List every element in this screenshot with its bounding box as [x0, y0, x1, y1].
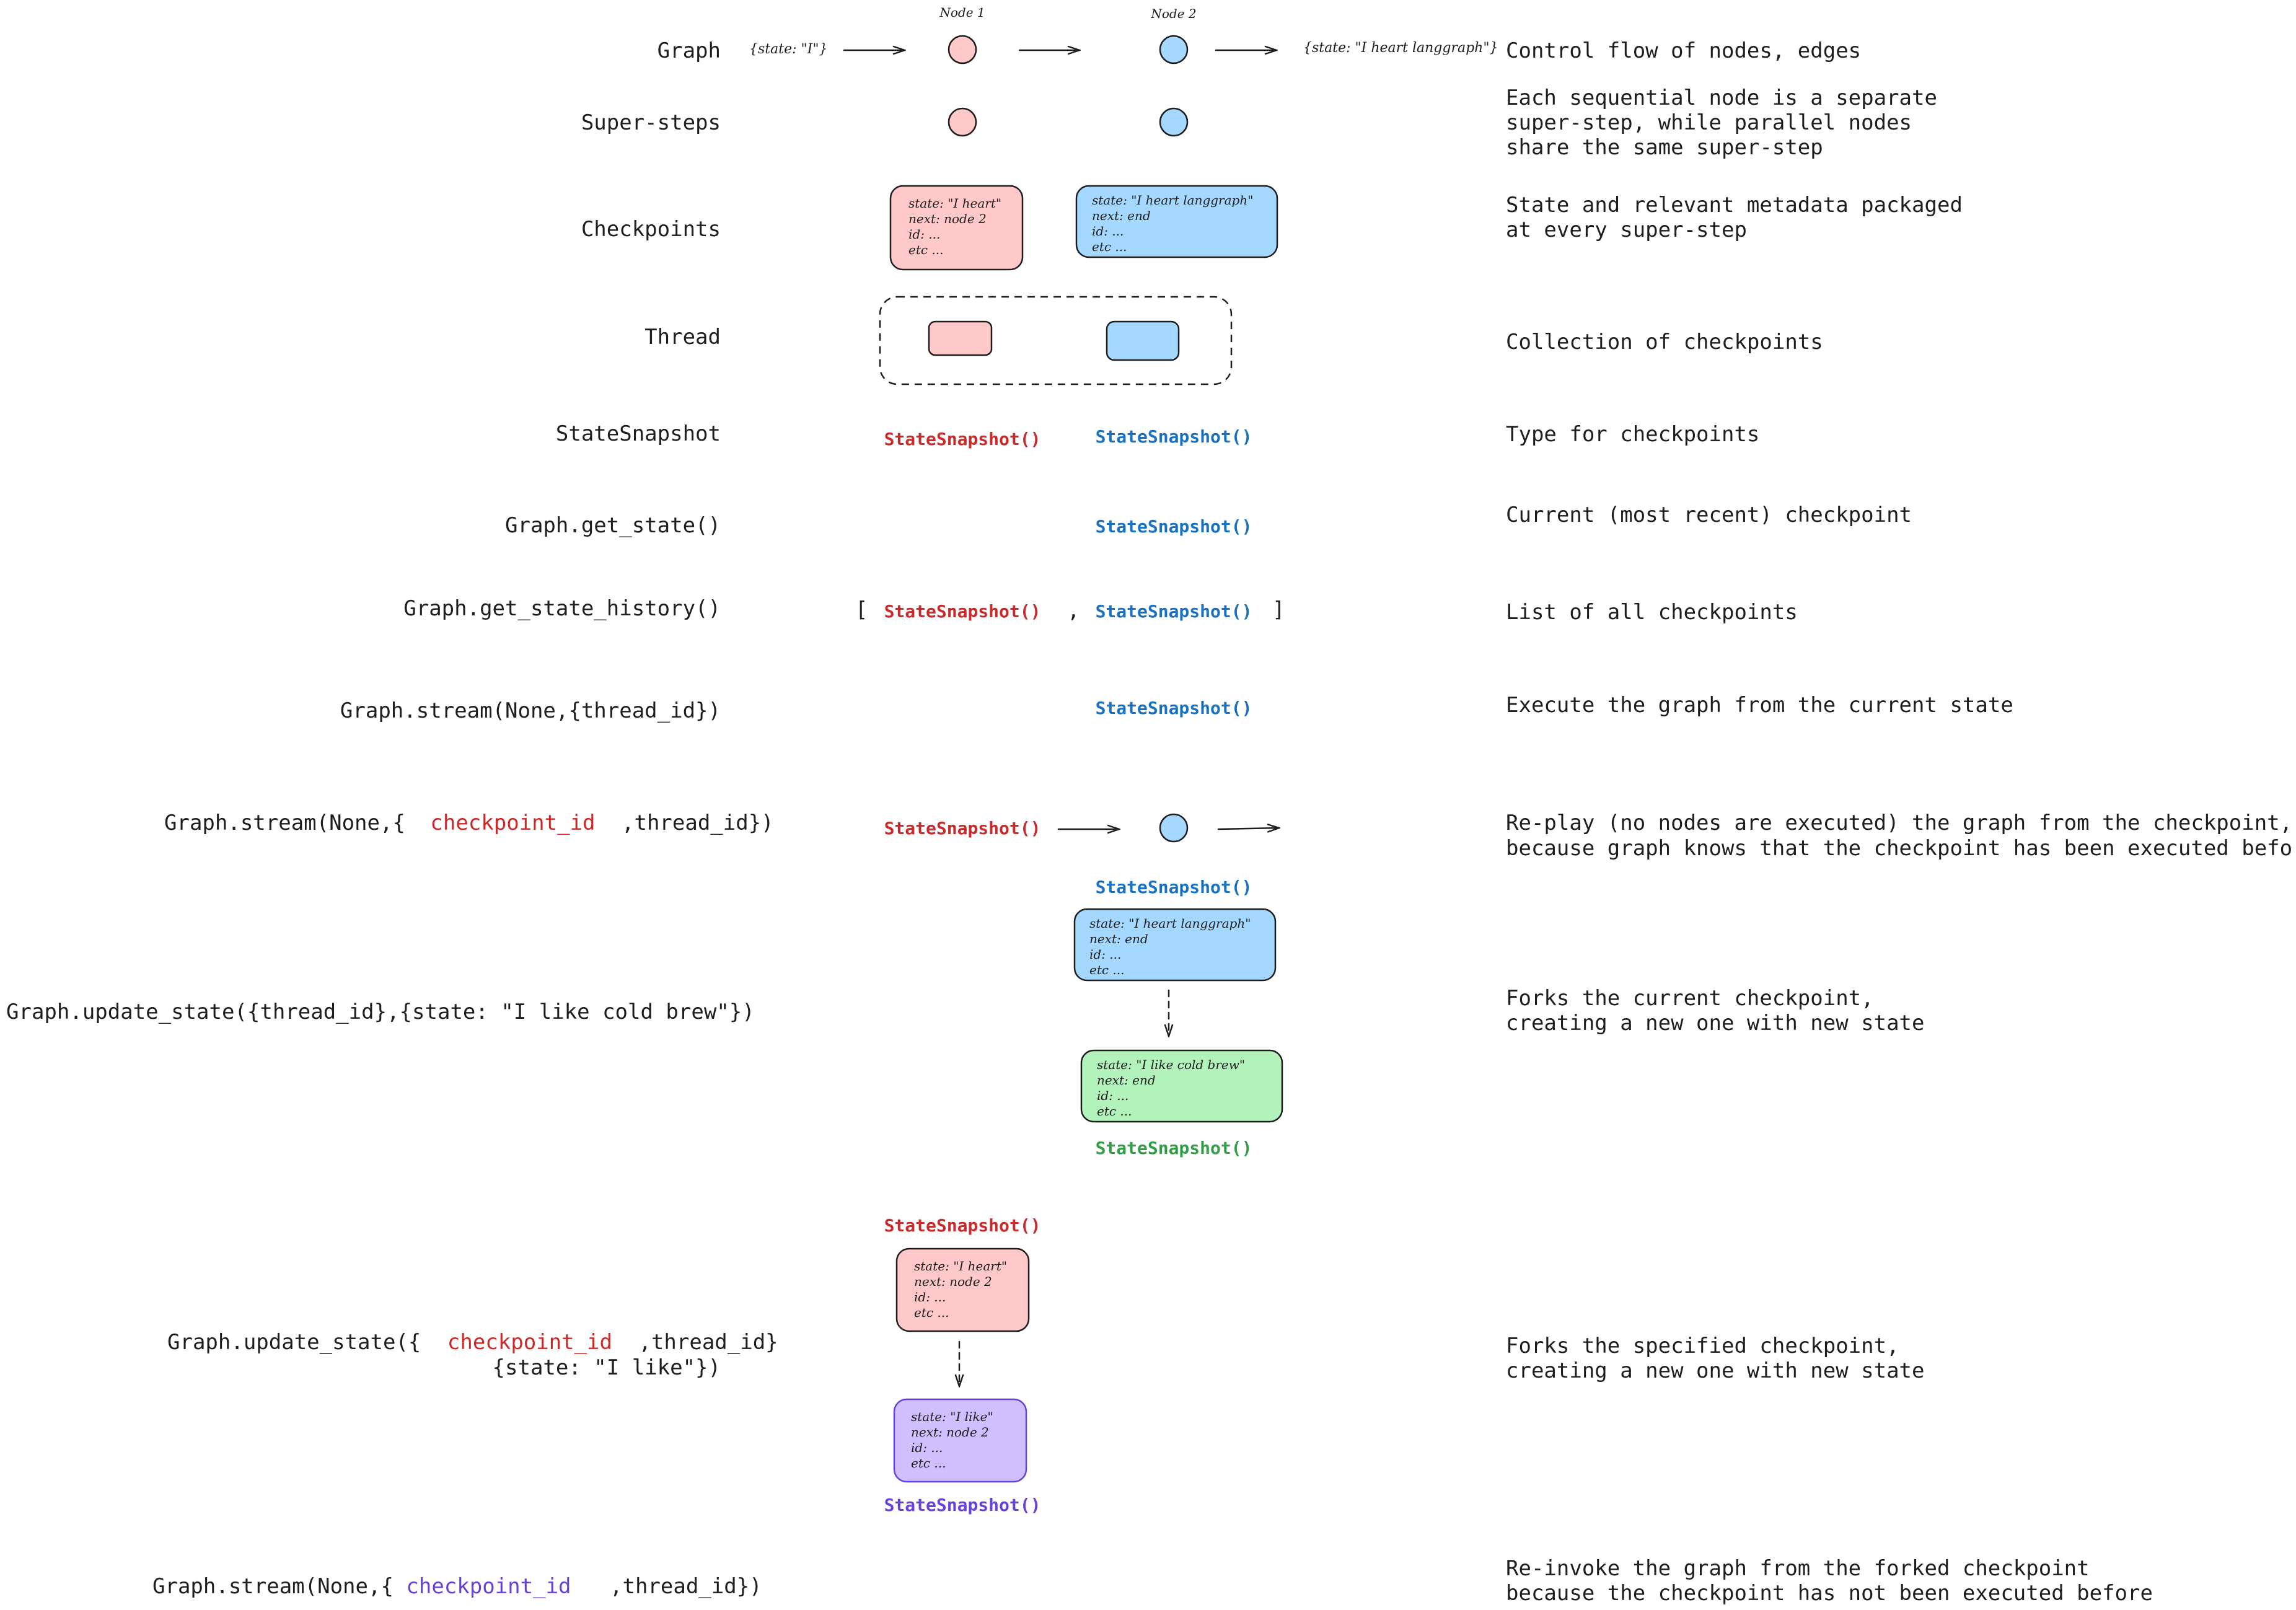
card-line: id: ...: [911, 1440, 943, 1455]
checkpoint-card-green: state: "I like cold brew" next: end id: …: [1080, 1049, 1283, 1123]
superstep2-circle: [1159, 107, 1189, 137]
label-part: Graph.update_state({: [167, 1330, 421, 1355]
card-line: next: node 2: [911, 1425, 989, 1440]
desc-update-state-ckpt-1: Forks the specified checkpoint,: [1506, 1334, 1899, 1358]
row-label-stream-forked: Graph.stream(None,{ checkpoint_id ,threa…: [152, 1574, 762, 1599]
card-line: next: node 2: [908, 211, 987, 226]
checkpoint-card-blue: state: "I heart langgraph" next: end id:…: [1075, 185, 1278, 258]
statesnapshot-blue: StateSnapshot(): [1096, 601, 1252, 622]
desc-update-state-thread-2: creating a new one with new state: [1506, 1011, 1925, 1036]
desc-stream-forked-1: Re-invoke the graph from the forked chec…: [1506, 1556, 2090, 1581]
statesnapshot-green: StateSnapshot(): [1096, 1138, 1252, 1158]
desc-supersteps-1: Each sequential node is a separate: [1506, 86, 1937, 110]
bracket-open: [: [855, 597, 868, 622]
bracket-close: ]: [1272, 597, 1285, 622]
statesnapshot-red: StateSnapshot(): [884, 818, 1041, 838]
node1-circle: [948, 35, 977, 64]
statesnapshot-blue: StateSnapshot(): [1096, 698, 1252, 718]
card-line: id: ...: [914, 1290, 946, 1304]
checkpoint-id-red: checkpoint_id: [430, 811, 595, 835]
desc-checkpoints-1: State and relevant metadata packaged: [1506, 193, 1963, 218]
desc-stream-checkpoint-2: because graph knows that the checkpoint …: [1506, 836, 2296, 861]
card-line: etc ...: [1089, 962, 1125, 977]
row-label-update-state-thread: Graph.update_state({thread_id},{state: "…: [6, 1000, 755, 1024]
desc-supersteps-3: share the same super-step: [1506, 135, 1823, 160]
desc-supersteps-2: super-step, while parallel nodes: [1506, 110, 1912, 135]
row-label-statesnapshot: StateSnapshot: [556, 421, 721, 446]
node2-circle: [1159, 35, 1189, 64]
card-line: next: end: [1092, 208, 1151, 223]
label-part: Graph.stream(None,{: [152, 1574, 394, 1599]
row-label-stream-checkpoint: Graph.stream(None,{ checkpoint_id ,threa…: [164, 811, 774, 835]
card-line: id: ...: [1092, 224, 1124, 239]
card-line: state: "I like": [911, 1409, 993, 1424]
row-label-graph: Graph: [658, 38, 721, 63]
statesnapshot-blue: StateSnapshot(): [1096, 426, 1252, 447]
card-line: next: node 2: [914, 1274, 992, 1289]
desc-get-state: Current (most recent) checkpoint: [1506, 503, 1912, 527]
card-line: etc ...: [911, 1456, 946, 1471]
checkpoint-id-purple: checkpoint_id: [406, 1574, 571, 1599]
card-line: state: "I like cold brew": [1097, 1057, 1245, 1072]
card-line: etc ...: [914, 1305, 949, 1320]
row-label-get-state: Graph.get_state(): [505, 513, 721, 538]
label-part: ,thread_id}: [638, 1330, 778, 1355]
row-label-checkpoints: Checkpoints: [581, 217, 721, 242]
list-comma: ,: [1067, 598, 1080, 623]
card-line: next: end: [1089, 931, 1148, 946]
desc-thread: Collection of checkpoints: [1506, 330, 1823, 354]
graph-output-state: {state: "I heart langgraph"}: [1303, 40, 1498, 56]
row-label-thread: Thread: [644, 325, 721, 350]
card-line: id: ...: [908, 227, 940, 242]
checkpoint-id-red: checkpoint_id: [447, 1330, 612, 1355]
desc-stream-forked-2: because the checkpoint has not been exec…: [1506, 1581, 2153, 1606]
desc-get-state-history: List of all checkpoints: [1506, 600, 1798, 625]
desc-checkpoints-2: at every super-step: [1506, 218, 1747, 242]
row-label-stream-thread: Graph.stream(None,{thread_id}): [340, 698, 721, 723]
label-part: Graph.stream(None,{: [164, 811, 405, 835]
label-part: ,thread_id}): [610, 1574, 762, 1599]
node1-label: Node 1: [939, 5, 985, 20]
desc-stream-thread: Execute the graph from the current state: [1506, 693, 2013, 718]
card-line: state: "I heart": [914, 1259, 1007, 1273]
row-label-update-state-ckpt-line2: {state: "I like"}): [493, 1355, 721, 1380]
card-line: id: ...: [1097, 1088, 1128, 1103]
card-line: state: "I heart": [908, 196, 1001, 211]
row-label-get-state-history: Graph.get_state_history(): [403, 596, 721, 621]
graph-input-state: {state: "I"}: [749, 42, 827, 57]
checkpoint-card-blue: state: "I heart langgraph" next: end id:…: [1073, 908, 1277, 982]
thread-container: [879, 296, 1233, 385]
statesnapshot-blue: StateSnapshot(): [1096, 516, 1252, 537]
desc-graph: Control flow of nodes, edges: [1506, 38, 1861, 63]
checkpoint-card-pink: state: "I heart" next: node 2 id: ... et…: [895, 1247, 1030, 1332]
node2-label: Node 2: [1150, 6, 1196, 21]
statesnapshot-purple: StateSnapshot(): [884, 1495, 1041, 1515]
desc-statesnapshot: Type for checkpoints: [1506, 422, 1759, 447]
statesnapshot-red: StateSnapshot(): [884, 601, 1041, 622]
card-line: etc ...: [1092, 239, 1127, 254]
superstep1-circle: [948, 107, 977, 137]
card-line: etc ...: [1097, 1104, 1132, 1119]
row-label-supersteps: Super-steps: [581, 110, 721, 135]
desc-update-state-ckpt-2: creating a new one with new state: [1506, 1358, 1925, 1383]
thread-checkpoint-blue: [1106, 320, 1180, 361]
statesnapshot-red: StateSnapshot(): [884, 429, 1041, 449]
card-line: state: "I heart langgraph": [1089, 916, 1251, 931]
thread-checkpoint-pink: [928, 320, 993, 356]
row-label-update-state-ckpt: Graph.update_state({ checkpoint_id ,thre…: [167, 1330, 778, 1355]
statesnapshot-blue: StateSnapshot(): [1096, 877, 1252, 897]
desc-update-state-thread-1: Forks the current checkpoint,: [1506, 986, 1874, 1011]
replay-node2-circle: [1159, 813, 1189, 843]
label-part: ,thread_id}): [622, 811, 774, 835]
replay-edge-arrow: [1217, 828, 1279, 829]
card-line: state: "I heart langgraph": [1092, 193, 1253, 208]
statesnapshot-red: StateSnapshot(): [884, 1215, 1041, 1236]
checkpoint-card-purple: state: "I like" next: node 2 id: ... etc…: [893, 1398, 1027, 1483]
checkpoint-card-pink: state: "I heart" next: node 2 id: ... et…: [889, 185, 1024, 271]
desc-stream-checkpoint-1: Re-play (no nodes are executed) the grap…: [1506, 811, 2292, 835]
card-line: etc ...: [908, 242, 944, 257]
card-line: id: ...: [1089, 947, 1121, 962]
card-line: next: end: [1097, 1073, 1156, 1088]
